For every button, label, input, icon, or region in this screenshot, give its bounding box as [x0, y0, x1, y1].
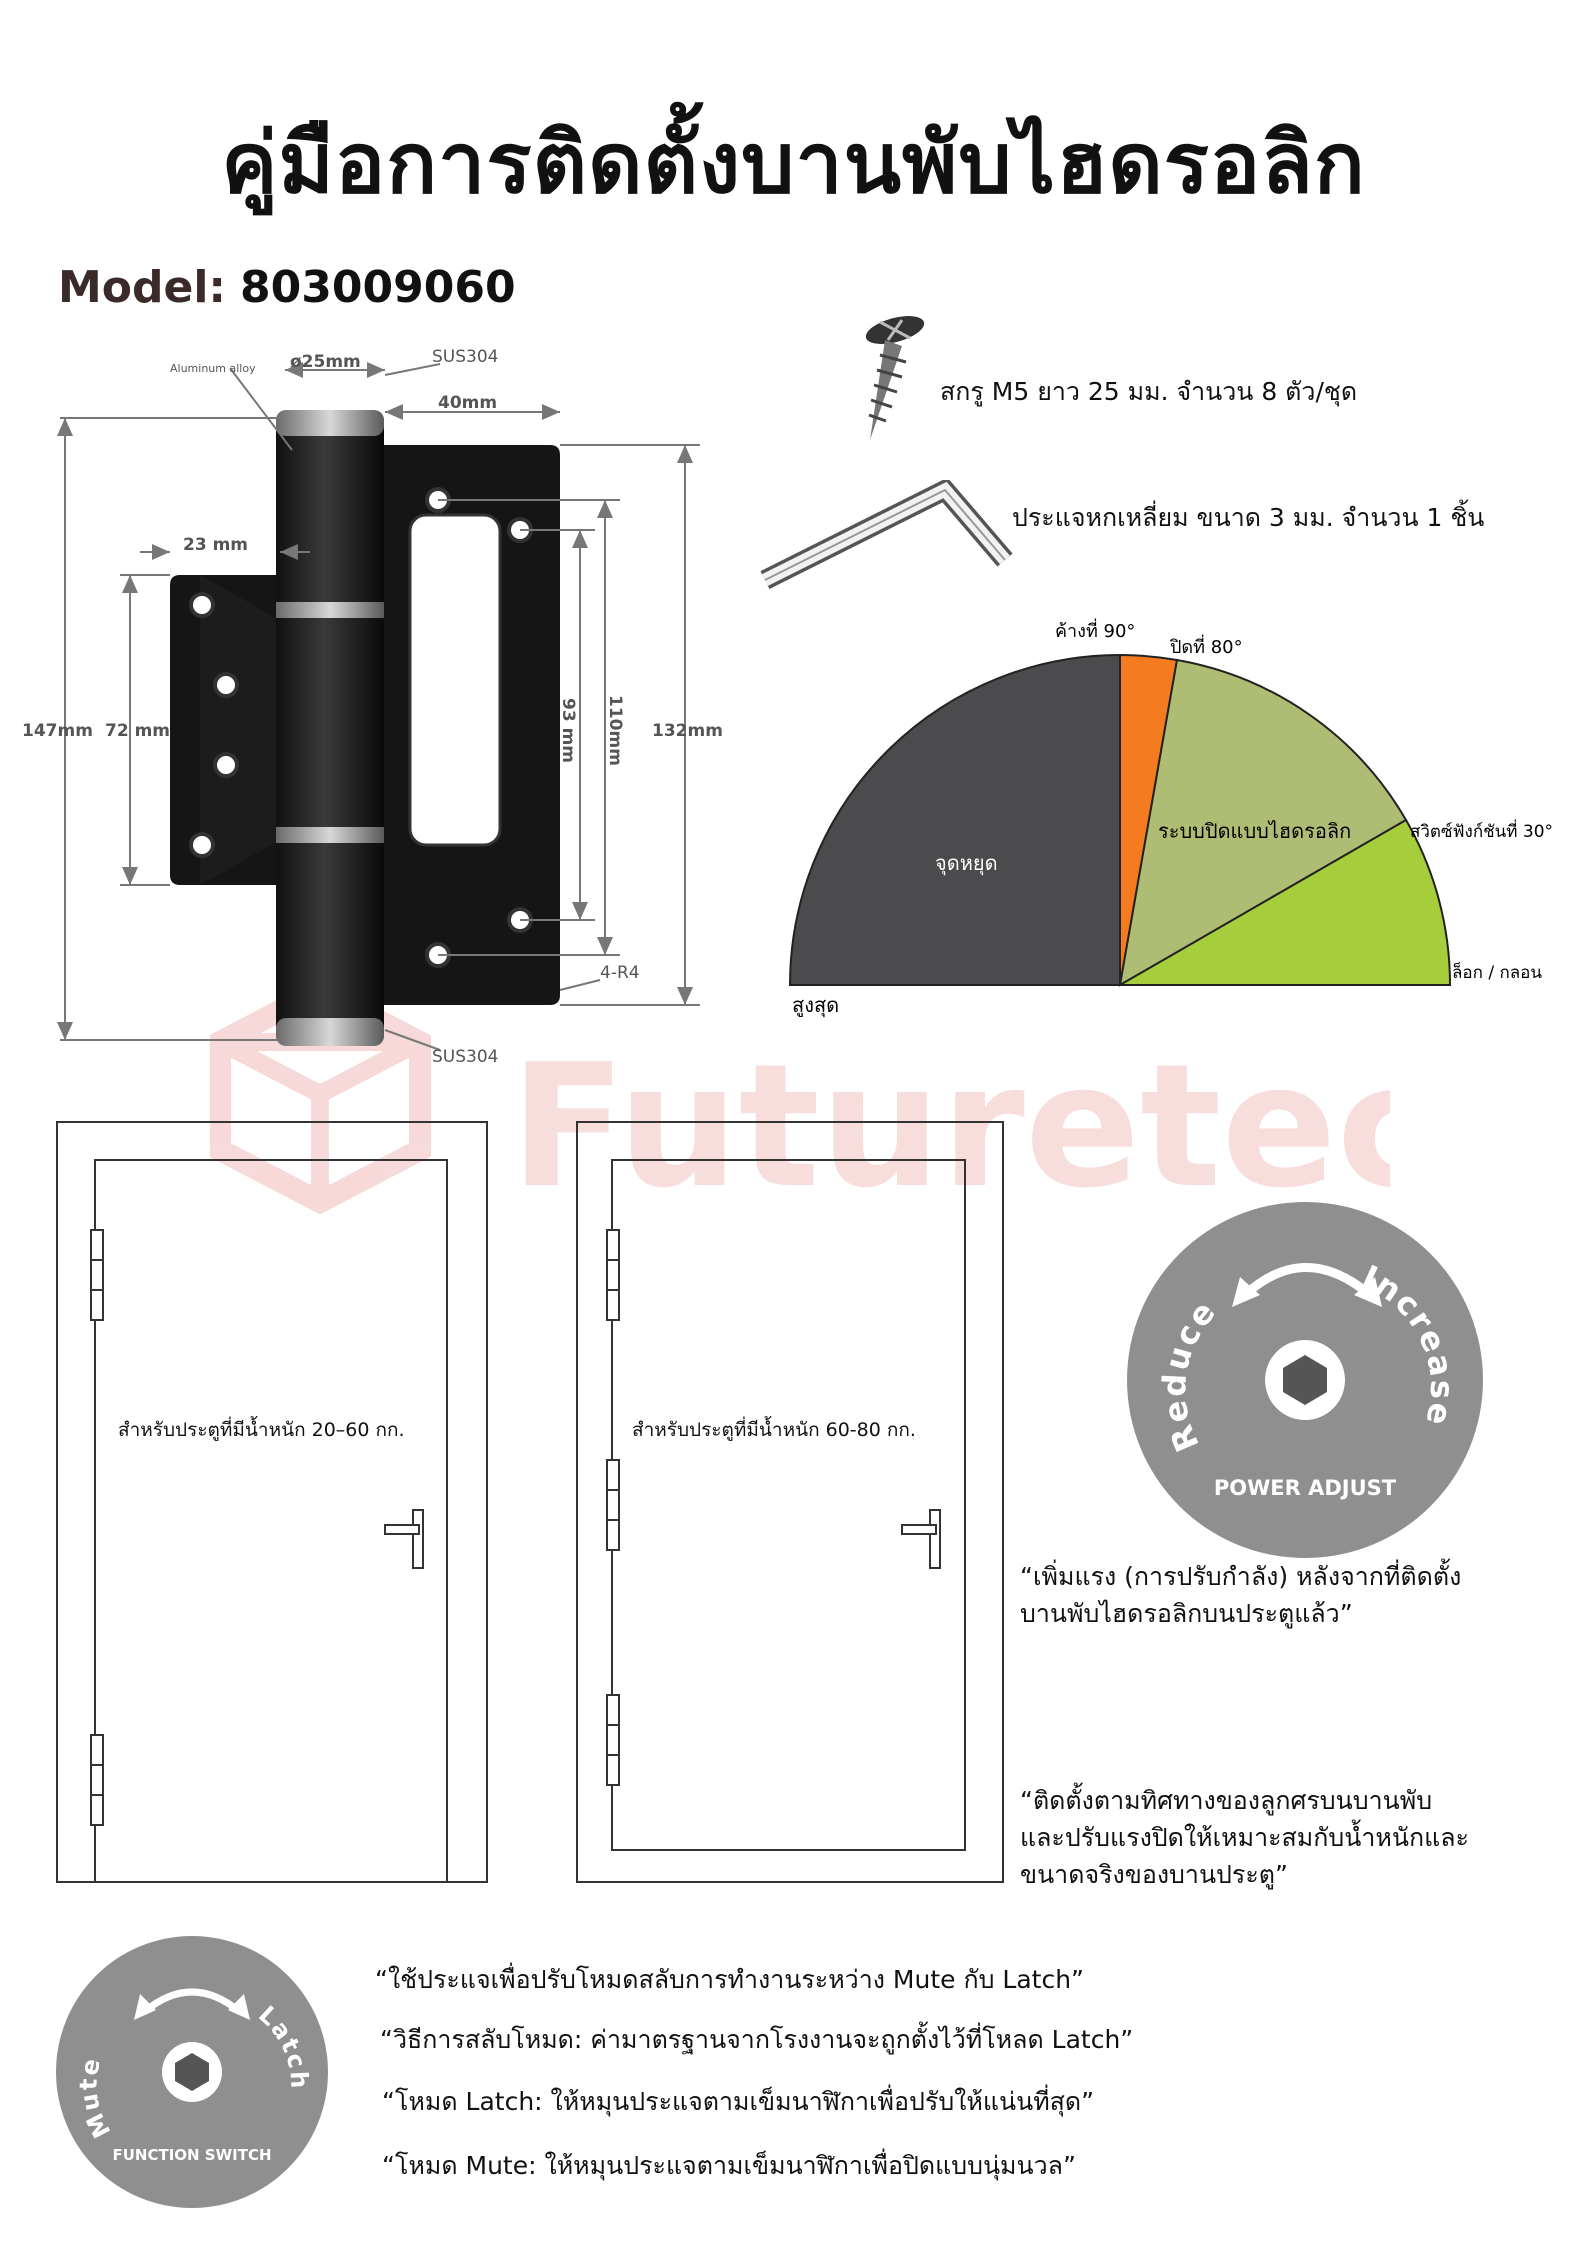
- function-switch-dial: Mute Latch FUNCTION SWITCH: [56, 1936, 328, 2208]
- close-80-label: ปิดที่ 80°: [1170, 634, 1243, 658]
- door2-caption: สำหรับประตูที่มีน้ำหนัก 60-80 กก.: [632, 1419, 916, 1441]
- function-note: “โหมด Mute: ให้หมุนประแจตามเข็มนาฬิกาเพื…: [382, 2151, 1076, 2180]
- function-switch-label: FUNCTION SWITCH: [112, 2146, 271, 2164]
- page-title: คู่มือการติดตั้งบานพับไฮดรอลิก: [221, 114, 1366, 212]
- stop-label: จุดหยุด: [935, 851, 998, 876]
- function-note: “โหมด Latch: ให้หมุนประแจตามเข็มนาฬิกาเพ…: [382, 2087, 1095, 2116]
- model-line: Model: 803009060: [58, 262, 516, 313]
- door1-hinge-icon: [90, 1229, 104, 1826]
- power-note-line: บานพับไฮดรอลิกบนประตูแล้ว”: [1020, 1599, 1353, 1628]
- function-arrow-icon: [141, 1988, 243, 2015]
- function-note: “ใช้ประแจเพื่อปรับโหมดสลับการทำงานระหว่า…: [375, 1965, 1084, 1994]
- top-steel-label: SUS304: [432, 347, 498, 367]
- install-note-line: ขนาดจริงของบานประตู”: [1020, 1860, 1288, 1889]
- dim-left-leaf: 23 mm: [183, 535, 248, 555]
- screw-icon: [865, 316, 925, 440]
- install-note-line: “ติดตั้งตามทิศทางของลูกศรบนบานพับ: [1020, 1786, 1433, 1815]
- dim-right-height: 132mm: [652, 721, 723, 741]
- hold-90-label: ค้างที่ 90°: [1055, 618, 1135, 642]
- dim-radius: 4-R4: [600, 963, 640, 983]
- power-note: “เพิ่มแรง (การปรับกำลัง) หลังจากที่ติดตั…: [1020, 1558, 1461, 1632]
- power-adjust-dial: Reduce Increase POWER ADJUST: [1127, 1202, 1483, 1558]
- watermark-text: Futuretech: [510, 1028, 1390, 1226]
- max-label: สูงสุด: [792, 993, 839, 1018]
- hydraulic-sector: [1118, 658, 1408, 987]
- material-label: Aluminum alloy: [170, 362, 256, 375]
- screw-text: สกรู M5 ยาว 25 มม. จำนวน 8 ตัว/ชุด: [940, 377, 1358, 406]
- power-adjust-label: POWER ADJUST: [1214, 1476, 1397, 1500]
- door2-handle-icon: [901, 1509, 941, 1569]
- stop-sector: [788, 653, 1121, 986]
- switch-30-label: สวิตซ์ฟังก์ชันที่ 30°: [1410, 819, 1553, 842]
- hinge-barrel: [276, 418, 384, 1038]
- dim-diameter: ø25mm: [290, 352, 361, 372]
- dim-left-height: 72 mm: [105, 721, 170, 741]
- bottom-steel-label: SUS304: [432, 1047, 498, 1067]
- function-note: “วิธีการสลับโหมด: ค่ามาตรฐานจากโรงงานจะถ…: [380, 2025, 1134, 2054]
- model-label: Model:: [58, 262, 227, 313]
- dim-110: 110mm: [605, 695, 625, 766]
- hex-socket-icon: [1283, 1355, 1327, 1405]
- function-hex-socket-icon: [175, 2053, 209, 2091]
- dim-total-height: 147mm: [22, 721, 93, 741]
- model-number: 803009060: [240, 262, 516, 313]
- power-arrow-icon: [1241, 1263, 1373, 1299]
- dim-width: 40mm: [438, 393, 497, 413]
- dim-93: 93 mm: [558, 698, 578, 763]
- install-note: “ติดตั้งตามทิศทางของลูกศรบนบานพับ และปรั…: [1020, 1782, 1469, 1893]
- hex-key-text: ประแจหกเหลี่ยม ขนาด 3 มม. จำนวน 1 ชิ้น: [1012, 503, 1485, 532]
- hydraulic-label: ระบบปิดแบบไฮดรอลิก: [1158, 819, 1351, 843]
- hex-key-icon: [760, 480, 1013, 589]
- door-diagram-1: [56, 1121, 488, 1883]
- door2-hinge-icon: [606, 1229, 620, 1786]
- hinge-diagram: Aluminum alloy ø25mm SUS304 40mm 23 mm 1…: [22, 347, 723, 1067]
- door-diagram-2: [576, 1121, 1004, 1883]
- power-note-line: “เพิ่มแรง (การปรับกำลัง) หลังจากที่ติดตั…: [1020, 1562, 1462, 1591]
- angle-chart: ค้างที่ 90° ปิดที่ 80° จุดหยุด ระบบปิดแบ…: [788, 618, 1553, 1018]
- watermark: Futuretech: [210, 980, 1390, 1226]
- door1-caption: สำหรับประตูที่มีน้ำหนัก 20–60 กก.: [118, 1419, 405, 1441]
- lock-label: ล็อก / กลอน: [1452, 961, 1542, 983]
- door1-handle-icon: [384, 1509, 424, 1569]
- switch-sector: [1116, 818, 1452, 986]
- install-note-line: และปรับแรงปิดให้เหมาะสมกับน้ำหนักและ: [1020, 1823, 1469, 1852]
